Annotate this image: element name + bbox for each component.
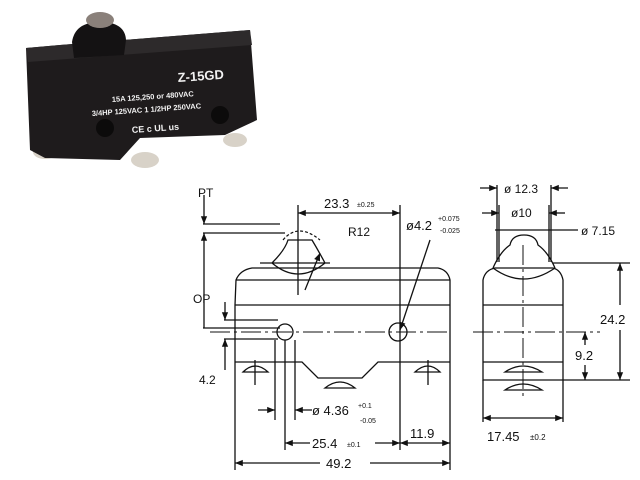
- dim-4-2: 4.2: [199, 373, 216, 387]
- side-dia-7-15: ø 7.15: [581, 224, 615, 238]
- front-view: PT OP 23.3 ±0.25 R12 ø4.2 +0.075 -0.025 …: [193, 186, 460, 471]
- pin-tol-minus: -0.05: [360, 418, 376, 425]
- dim-49-2: 49.2: [326, 456, 351, 471]
- tol-23-3: ±0.25: [357, 202, 375, 209]
- tol-25-4: ±0.1: [347, 442, 361, 449]
- pt-label: PT: [198, 186, 214, 200]
- side-view: ø 12.3 ø10 ø 7.15 24.2 9.2 17.45 ±0.2: [473, 182, 630, 444]
- dim-9-2: 9.2: [575, 348, 593, 363]
- photo-model-label: Z-15GD: [177, 67, 224, 85]
- hole-dia-label: ø4.2: [406, 218, 432, 233]
- tol-17-45: ±0.2: [530, 433, 546, 442]
- dim-24-2: 24.2: [600, 312, 625, 327]
- hole-tol-plus: +0.075: [438, 216, 460, 223]
- dim-11-9: 11.9: [410, 426, 434, 441]
- side-dia-10: ø10: [511, 206, 532, 220]
- pin-dia-label: ø 4.36: [312, 403, 349, 418]
- photo-cert-marks: CE c UL us: [131, 122, 179, 135]
- hole-tol-minus: -0.025: [440, 228, 460, 235]
- dim-17-45: 17.45: [487, 429, 520, 444]
- r12-label: R12: [348, 225, 370, 239]
- pin-tol-plus: +0.1: [358, 403, 372, 410]
- side-dia-12-3: ø 12.3: [504, 182, 538, 196]
- dim-23-3: 23.3: [324, 196, 349, 211]
- dim-25-4: 25.4: [312, 436, 337, 451]
- switch-photo: Z-15GD 15A 125,250 or 480VAC 3/4HP 125VA…: [26, 12, 257, 168]
- op-label: OP: [193, 292, 210, 306]
